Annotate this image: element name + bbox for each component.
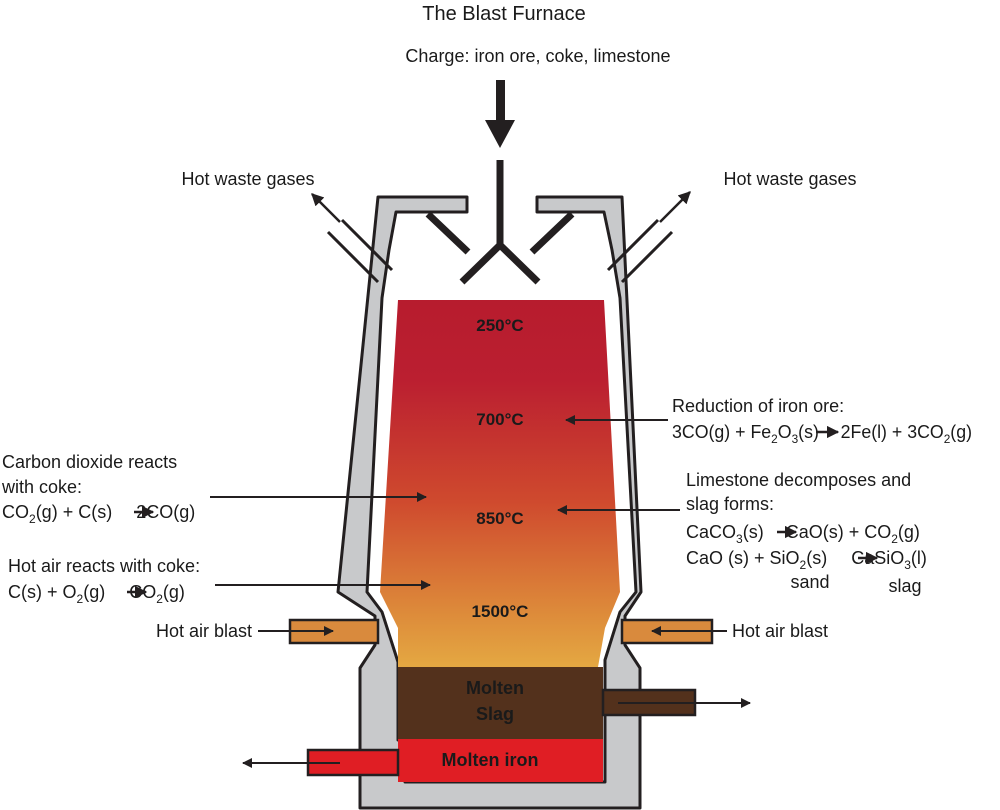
waste-gas-duct-left (326, 218, 394, 284)
co2-coke-equation: CO2(g) + C(s)2CO(g) (2, 502, 195, 526)
molten-slag-label-1: Molten (466, 678, 524, 698)
molten-iron-layer (398, 739, 603, 782)
waste-gas-duct-right (606, 218, 674, 284)
furnace-wall (336, 195, 643, 810)
charge-label: Charge: iron ore, coke, limestone (405, 46, 670, 66)
temp-700: 700°C (476, 410, 523, 429)
waste-gas-label-left: Hot waste gases (181, 169, 314, 189)
limestone-line2: slag forms: (686, 494, 774, 514)
waste-gas-arrow-left (311, 193, 341, 223)
charge-arrow (485, 80, 515, 148)
molten-slag-label-2: Slag (476, 704, 514, 724)
reduction-heading: Reduction of iron ore: (672, 396, 844, 416)
limestone-equation-2: CaO (s) + SiO2(s)CaSiO3(l) (686, 548, 927, 572)
charge-hopper (425, 160, 575, 285)
co2-coke-line2: with coke: (1, 477, 82, 497)
hot-air-coke-heading: Hot air reacts with coke: (8, 556, 200, 576)
limestone-equation-1: CaCO3(s)CaO(s) + CO2(g) (686, 522, 920, 546)
molten-slag-layer (398, 667, 603, 739)
waste-gas-label-right: Hot waste gases (723, 169, 856, 189)
temp-850: 850°C (476, 509, 523, 528)
limestone-line1: Limestone decomposes and (686, 470, 911, 490)
co2-coke-line1: Carbon dioxide reacts (2, 452, 177, 472)
hot-air-coke-equation: C(s) + O2(g)CO2(g) (8, 582, 185, 606)
sand-label: sand (790, 572, 829, 592)
molten-iron-label: Molten iron (442, 750, 539, 770)
hot-air-blast-right: Hot air blast (732, 621, 828, 641)
temp-1500: 1500°C (472, 602, 529, 621)
reduction-equation: 3CO(g) + Fe2O3(s)2Fe(l) + 3CO2(g) (672, 422, 972, 446)
hot-air-blast-left: Hot air blast (156, 621, 252, 641)
temp-250: 250°C (476, 316, 523, 335)
diagram-title: The Blast Furnace (422, 3, 585, 25)
heat-zone (380, 300, 620, 667)
slag-label: slag (888, 576, 921, 596)
waste-gas-arrow-right (659, 191, 691, 223)
